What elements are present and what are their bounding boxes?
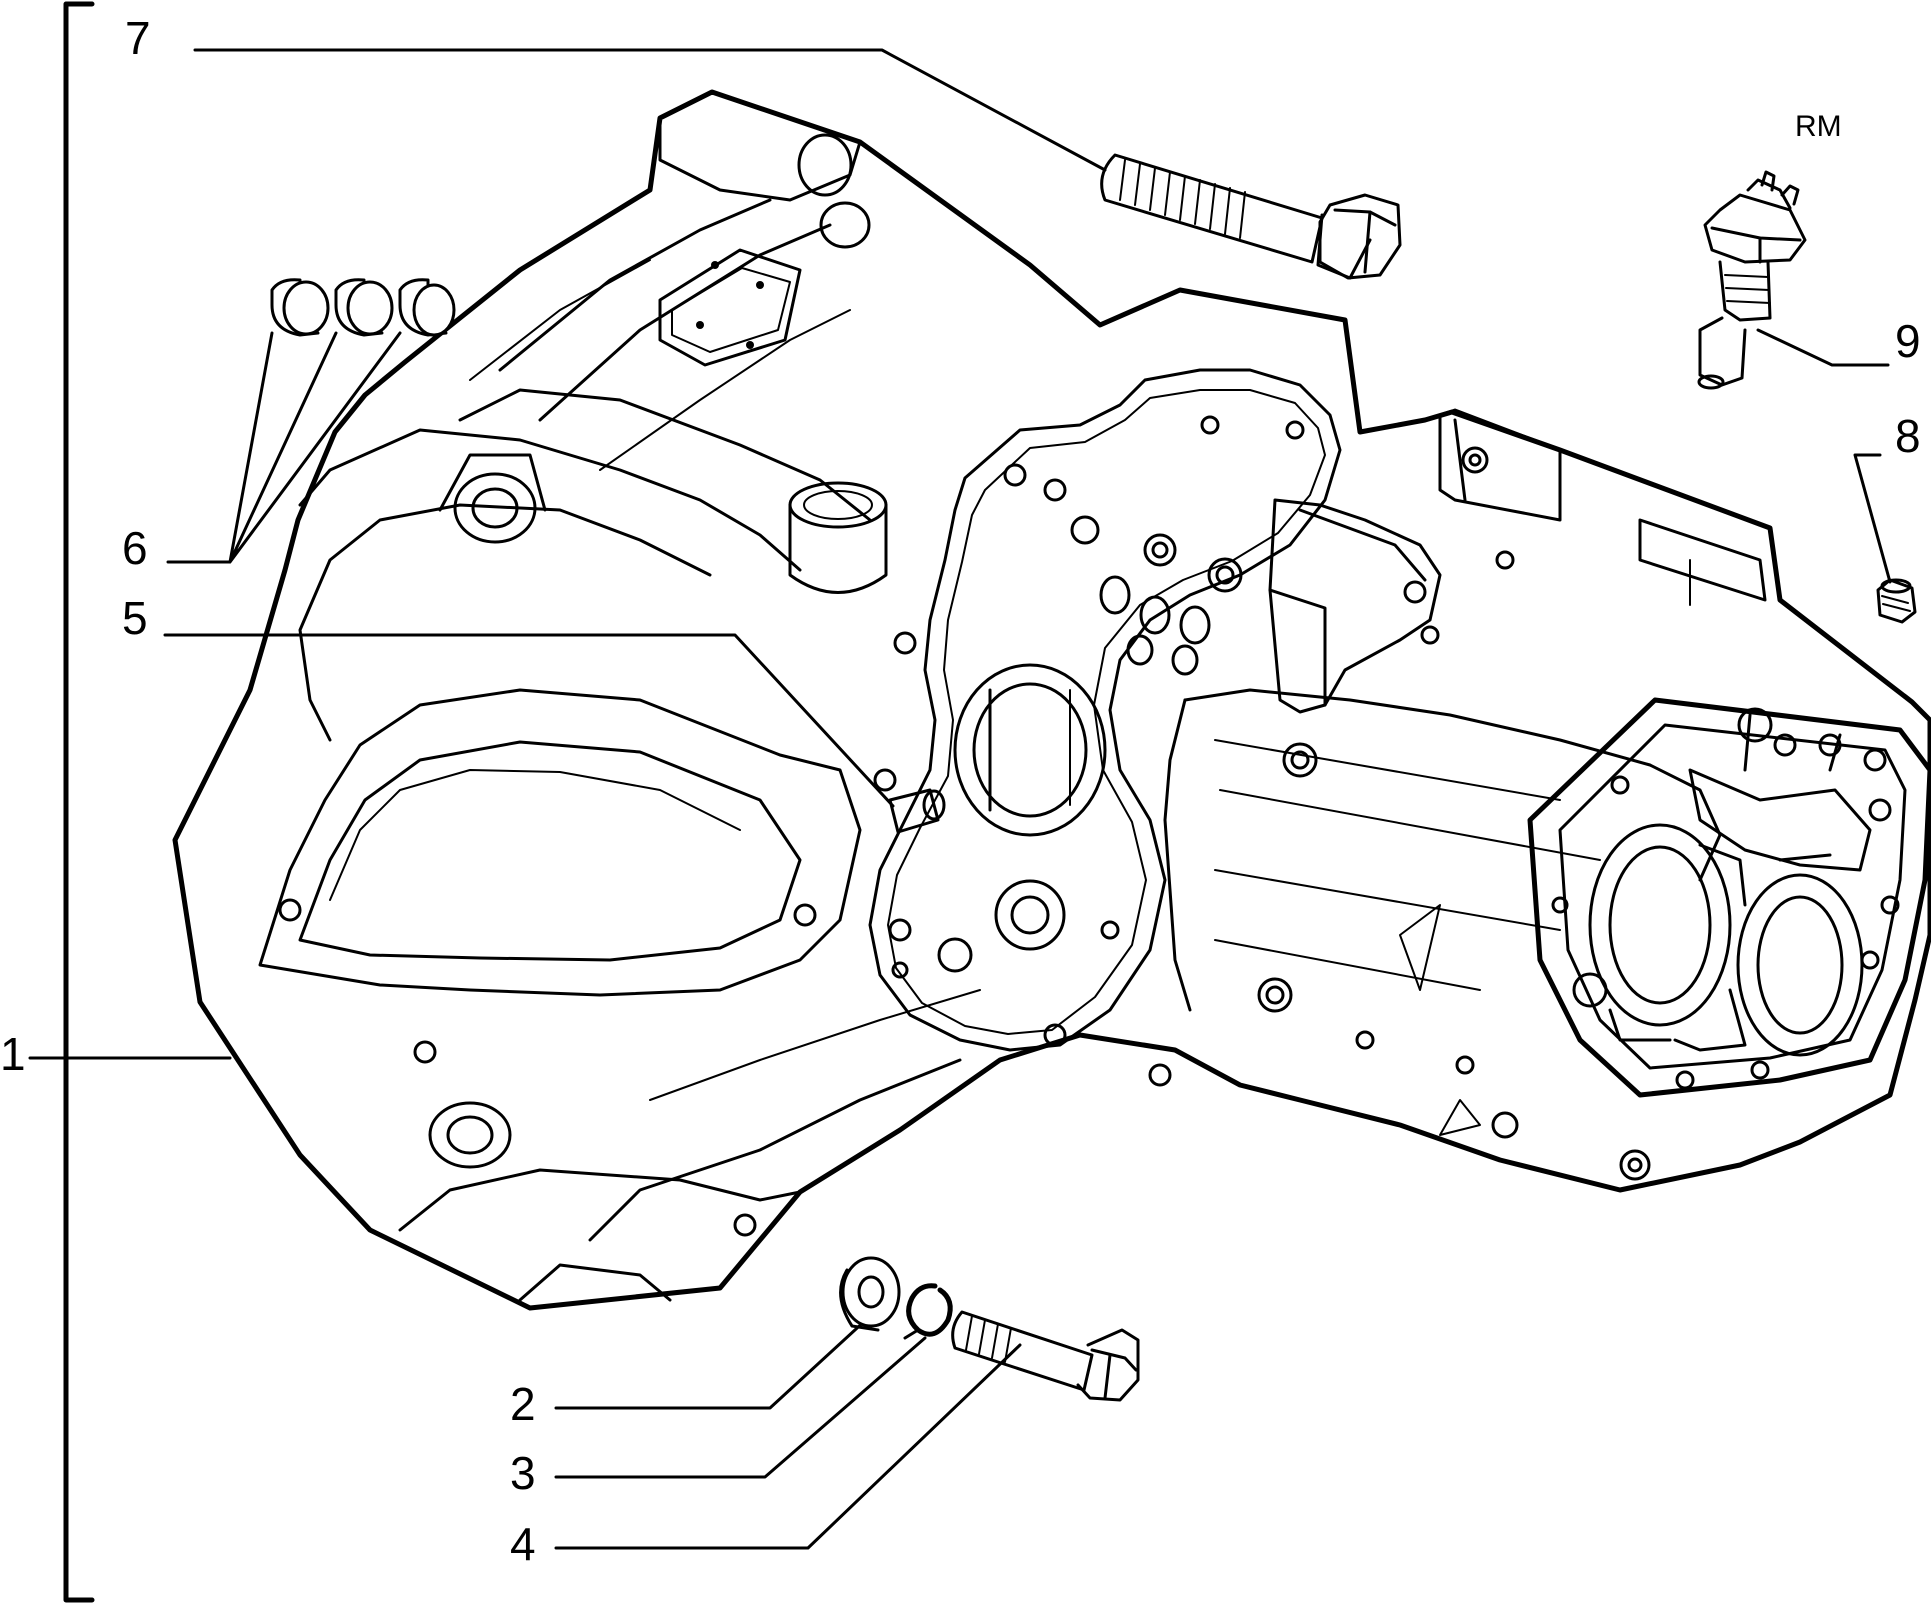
leader-8 — [1853, 453, 1892, 584]
leader-5 — [163, 633, 895, 808]
callout-9: 9 — [1895, 315, 1921, 367]
callout-1: 1 — [0, 1028, 26, 1080]
reverse-switch-9 — [1697, 170, 1807, 390]
plugs-6 — [270, 278, 456, 337]
callout-labels: 1 2 3 4 5 6 7 8 9 RM — [0, 12, 1921, 1570]
leader-2 — [554, 1316, 870, 1410]
lock-washer-3 — [903, 1283, 953, 1340]
leader-lines — [163, 48, 1892, 1550]
assembly-bracket — [28, 1, 232, 1603]
callout-3: 3 — [510, 1447, 536, 1499]
leader-7 — [193, 48, 1107, 172]
hex-bolt-7 — [1100, 153, 1402, 280]
callout-8: 8 — [1895, 410, 1921, 462]
hex-bolt-4 — [951, 1310, 1140, 1402]
threaded-plug-8 — [1876, 578, 1917, 624]
leader-4 — [554, 1343, 1022, 1550]
washer-2 — [839, 1256, 901, 1332]
callout-2: 2 — [510, 1378, 536, 1430]
callout-5: 5 — [122, 592, 148, 644]
callout-6: 6 — [122, 522, 148, 574]
leader-6 — [166, 331, 402, 564]
leader-3 — [554, 1336, 927, 1479]
transmission-housing — [172, 89, 1931, 1311]
leader-9 — [1756, 328, 1890, 367]
callout-7: 7 — [125, 12, 151, 64]
rm-note: RM — [1795, 110, 1842, 143]
callout-4: 4 — [510, 1518, 536, 1570]
